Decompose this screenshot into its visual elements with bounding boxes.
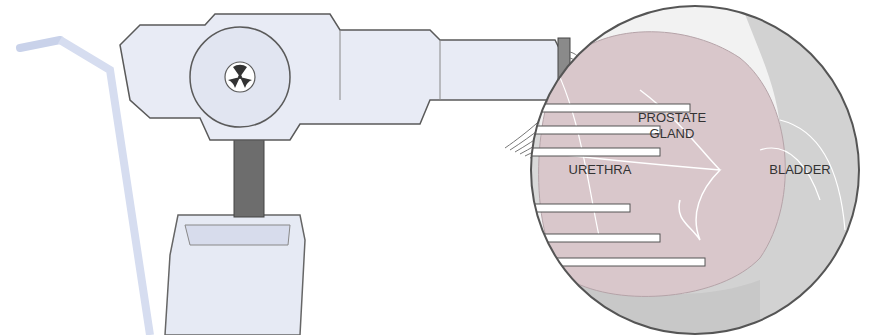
part-label: URETHRA bbox=[560, 162, 640, 178]
part-label: PROSTATE GLAND bbox=[630, 110, 714, 142]
part-label: BLADDER bbox=[765, 162, 835, 178]
robot-head bbox=[120, 14, 570, 140]
robot-pedestal bbox=[165, 135, 305, 335]
magnified-view bbox=[520, 0, 883, 335]
lens-outline bbox=[531, 6, 859, 334]
